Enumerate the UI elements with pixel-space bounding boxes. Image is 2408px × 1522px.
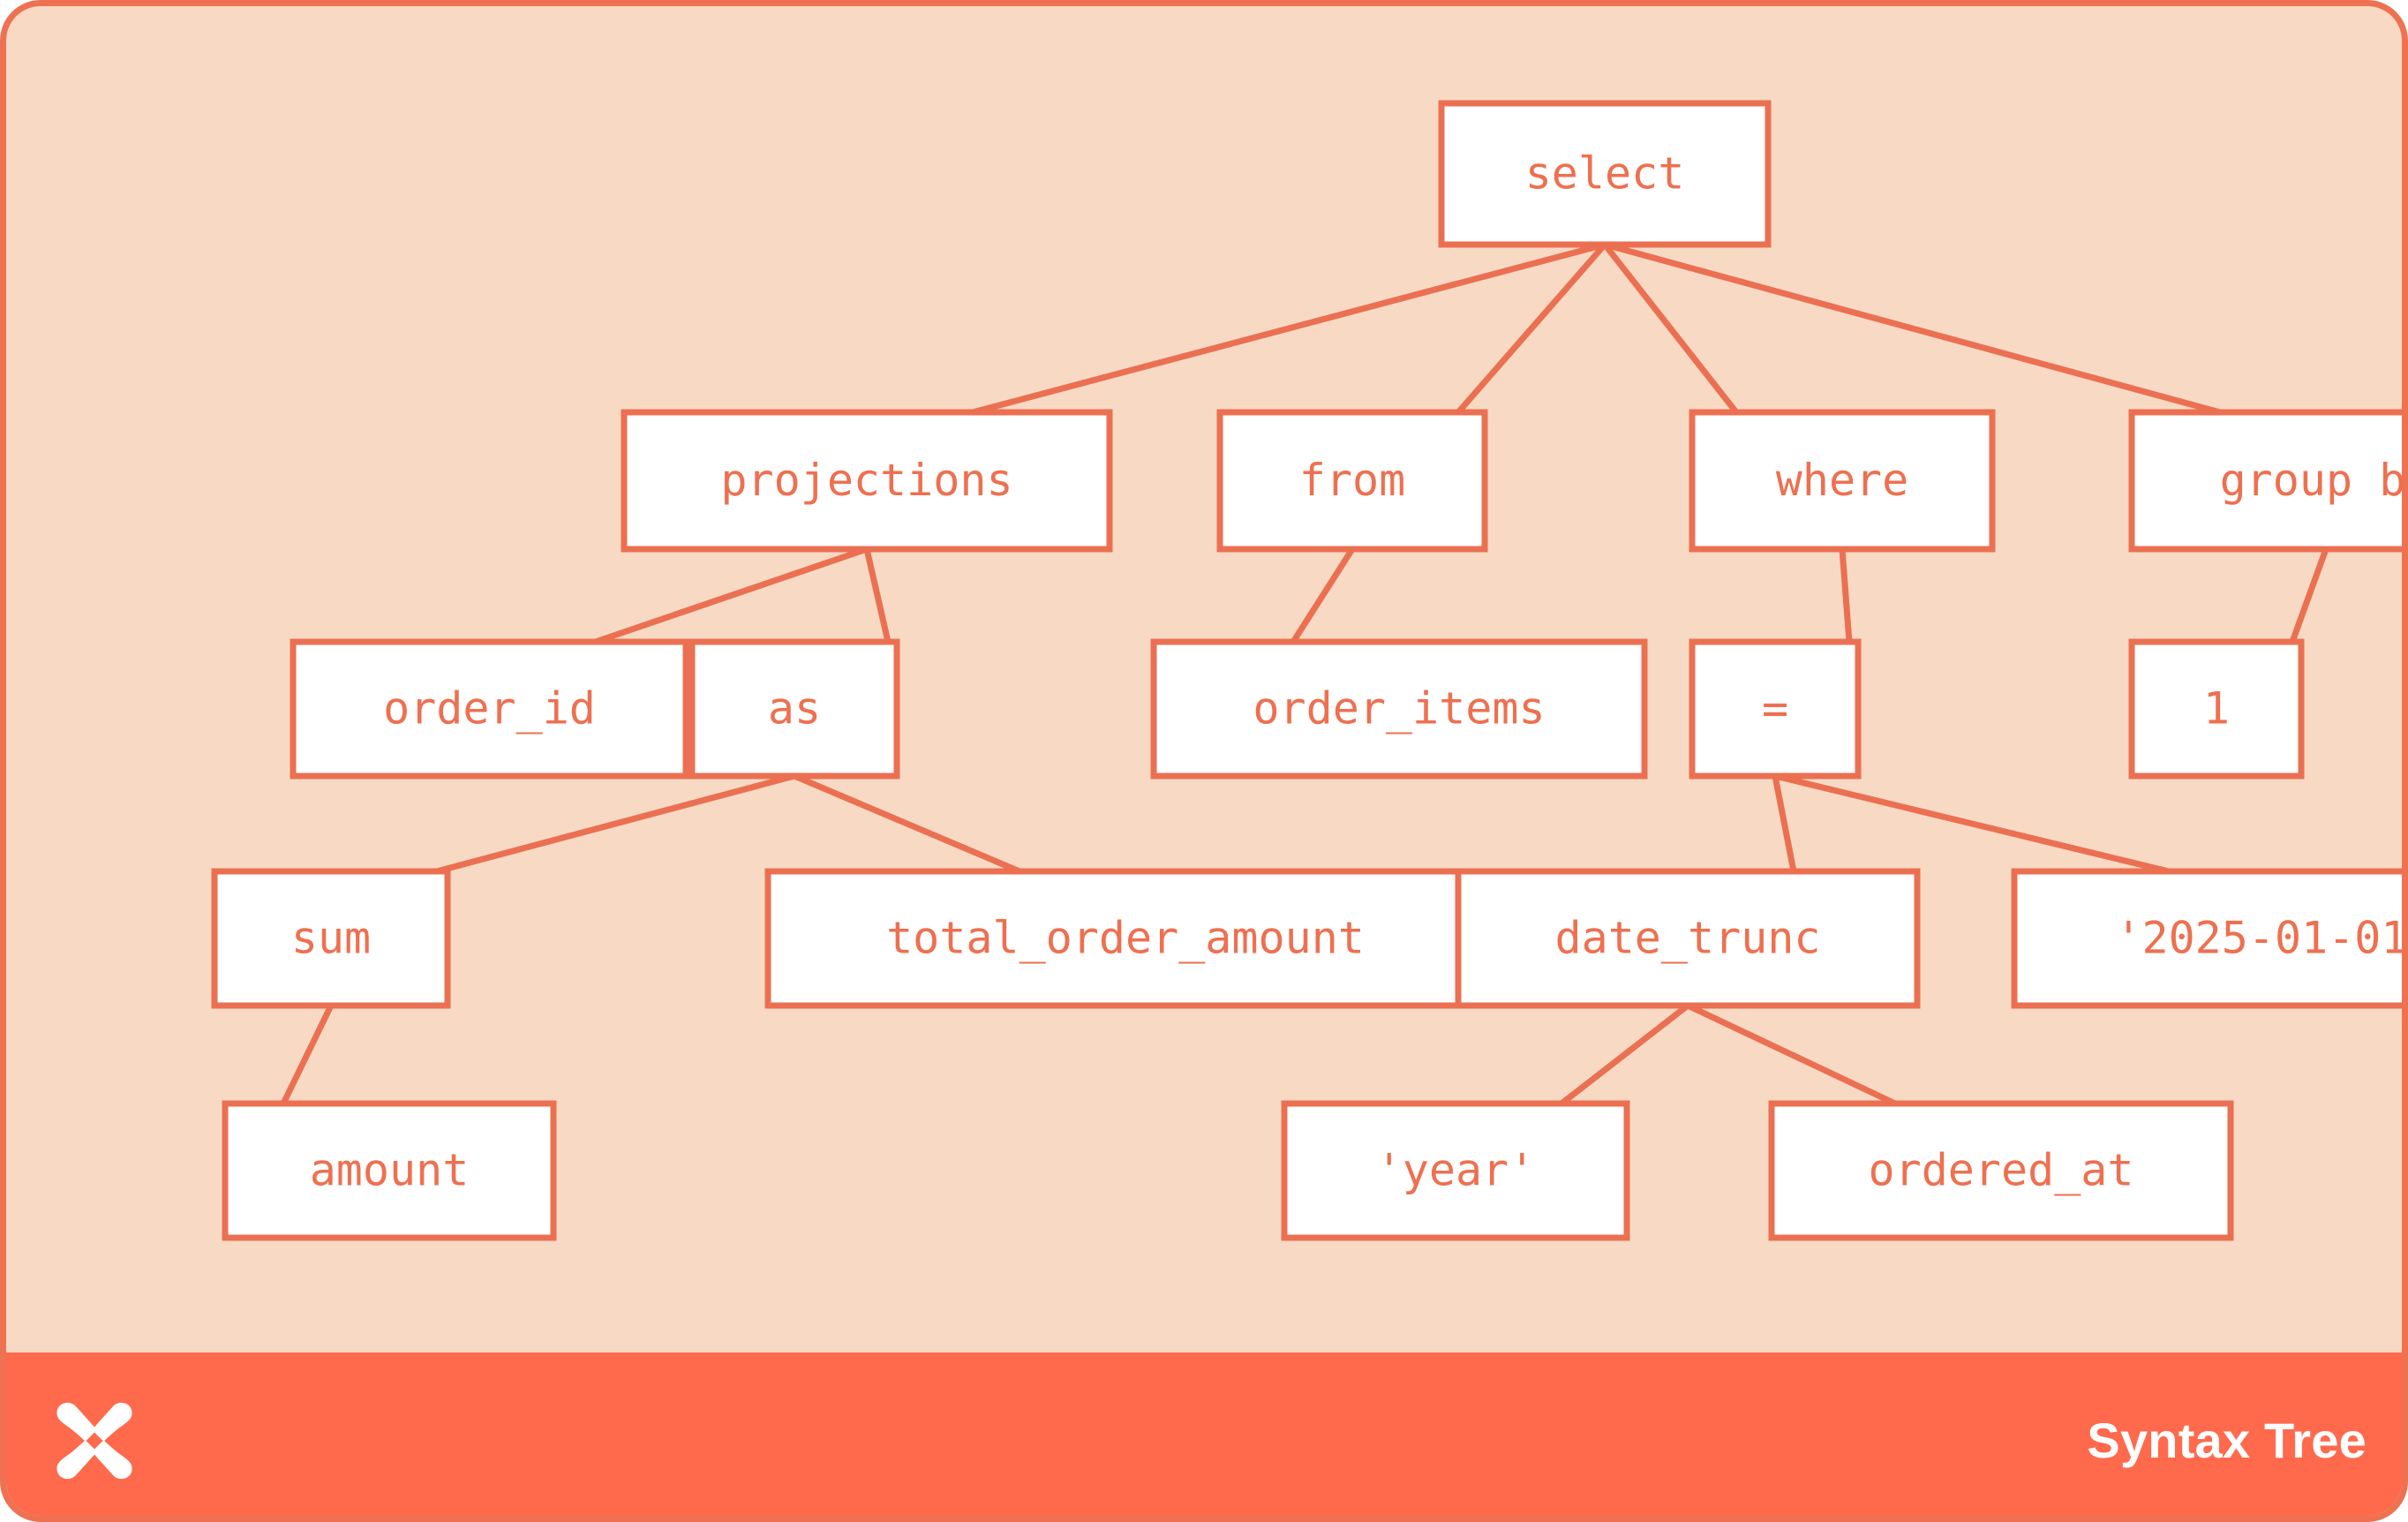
tree-node-box <box>1768 1100 2234 1241</box>
tree-node-label: select <box>1525 148 1685 200</box>
tree-edge <box>1772 775 1797 872</box>
tree-node[interactable]: from <box>1216 409 1488 553</box>
tree-edge <box>1686 1002 1897 1107</box>
tree-node[interactable]: ordered_at <box>1768 1100 2234 1241</box>
tree-edge <box>793 772 1021 875</box>
tree-node[interactable]: total_order_amount <box>764 868 1486 1009</box>
tree-node-label: 1 <box>2203 683 2230 735</box>
tree-node-box <box>1150 638 1648 780</box>
tree-node[interactable]: select <box>1438 100 1772 248</box>
tree-node-box <box>689 638 900 780</box>
tree-node-label: date_trunc <box>1554 913 1820 964</box>
tree-edge <box>972 241 1606 416</box>
tree-node[interactable]: '2025-01-01' <box>2011 868 2408 1009</box>
tree-node[interactable]: where <box>1689 409 1996 553</box>
tree-node-box <box>621 409 1113 553</box>
tree-node-box <box>1689 409 1996 553</box>
tree-node-box <box>2011 868 2402 1009</box>
tree-node-label: = <box>1762 683 1788 735</box>
tree-node[interactable]: projections <box>621 409 1113 553</box>
tree-edge <box>436 772 795 875</box>
tree-node-box <box>2128 638 2305 780</box>
tree-edge <box>2289 547 2329 644</box>
tree-node-box <box>1438 100 1772 248</box>
tree-node-label: where <box>1776 455 1909 506</box>
tree-node-label: order_id <box>383 683 596 735</box>
tree-node[interactable]: 'year' <box>1281 1100 1630 1241</box>
tree-node-label: sum <box>291 913 371 964</box>
tree-node-label: '2025-01-01' <box>2115 913 2408 964</box>
tree-node-label: from <box>1299 455 1405 506</box>
brand-logo <box>45 1391 144 1490</box>
x-butterfly-logo-icon <box>56 1402 132 1479</box>
tree-node[interactable]: sum <box>211 868 451 1009</box>
tree-node-label: 'year' <box>1376 1145 1536 1196</box>
tree-nodes-layer: select projections from where group by order_… <box>211 100 2408 1241</box>
tree-edges-layer <box>280 241 2329 1107</box>
tree-node-label: total_order_amount <box>886 913 1365 964</box>
tree-node[interactable]: amount <box>222 1100 557 1241</box>
tree-edge <box>280 1004 335 1105</box>
tree-node-label: amount <box>310 1145 470 1196</box>
tree-edge <box>1604 241 2221 416</box>
tree-node[interactable]: order_id <box>290 638 689 780</box>
footer-title: Syntax Tree <box>2087 1413 2367 1468</box>
tree-node-label: as <box>768 683 821 735</box>
tree-node-box <box>222 1100 557 1241</box>
tree-node[interactable]: as <box>689 638 900 780</box>
tree-edge <box>1559 1003 1690 1106</box>
tree-node-label: group by <box>2220 455 2408 506</box>
tree-node-box <box>1689 638 1862 780</box>
tree-node[interactable]: group by <box>2128 409 2408 553</box>
tree-node[interactable]: order_items <box>1150 638 1648 780</box>
tree-edge <box>594 546 869 645</box>
tree-node[interactable]: 1 <box>2128 638 2305 780</box>
tree-edge <box>1456 242 1607 415</box>
tree-node-label: ordered_at <box>1868 1145 2133 1196</box>
tree-node-box <box>764 868 1486 1009</box>
tree-edge <box>1602 242 1739 415</box>
tree-node-box <box>1455 868 1921 1009</box>
footer-bar: Syntax Tree <box>6 1352 2402 1516</box>
tree-node-box <box>2128 409 2402 553</box>
tree-node-box <box>1281 1100 1630 1241</box>
tree-node-label: projections <box>720 455 1012 506</box>
tree-node-box <box>1216 409 1488 553</box>
tree-edge <box>863 548 892 643</box>
tree-node-label: order_items <box>1253 683 1545 735</box>
tree-edge <box>1291 547 1355 644</box>
tree-edge <box>1839 548 1853 643</box>
tree-node-box <box>290 638 689 780</box>
tree-node[interactable]: = <box>1689 638 1862 780</box>
tree-node[interactable]: date_trunc <box>1455 868 1921 1009</box>
syntax-tree-canvas: select projections from where group by order_… <box>211 100 2408 1241</box>
tree-edge <box>1774 772 2170 875</box>
tree-node-box <box>211 868 451 1009</box>
